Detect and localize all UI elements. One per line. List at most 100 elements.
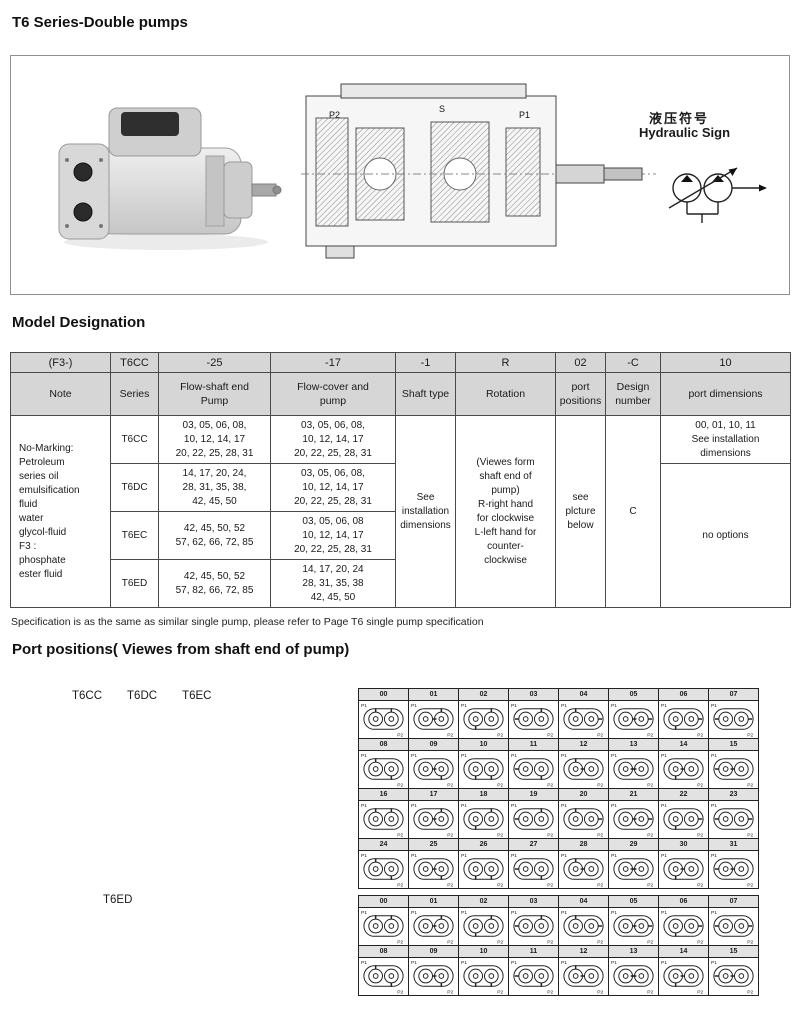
model-designation-table: (F3-) T6CC -25 -17 -1 R 02 -C 10 Note Se…: [10, 352, 791, 608]
port-position-number: 22: [659, 789, 708, 801]
figure-drawing: P2 S P1: [58, 83, 767, 259]
cell-port-label-1: P1: [511, 853, 517, 859]
hydraulic-sign-label-en: Hydraulic Sign: [639, 125, 731, 140]
flow-shaft-cell: 42, 45, 50, 52 57, 82, 66, 72, 85: [158, 559, 271, 608]
header-port-dimensions: port dimensions: [660, 372, 791, 416]
cell-port-label-2: P2: [597, 833, 603, 838]
design-number-cell: C: [605, 415, 661, 608]
cell-port-label-1: P1: [661, 803, 667, 809]
cell-port-label-1: P1: [411, 753, 417, 759]
port-position-number: 24: [359, 839, 408, 851]
cell-port-label-1: P1: [611, 703, 617, 709]
port-position-number: 01: [409, 689, 458, 701]
series-cell: T6CC: [110, 415, 159, 464]
header-rotation: Rotation: [455, 372, 556, 416]
cell-port-label-1: P1: [461, 703, 467, 709]
cell-port-label-1: P1: [611, 910, 617, 916]
cell-port-label-2: P2: [747, 940, 753, 945]
port-position-number: 31: [709, 839, 758, 851]
cell-port-label-2: P2: [397, 940, 403, 945]
cell-port-label-1: P1: [661, 753, 667, 759]
port-position-number: 01: [409, 896, 458, 908]
port-position-number: 06: [659, 689, 708, 701]
flow-cover-cell: 03, 05, 06, 08, 10, 12, 14, 17 20, 22, 2…: [270, 463, 396, 512]
cell-port-label-2: P2: [647, 733, 653, 738]
port-position-number: 13: [609, 739, 658, 751]
port-position-number: 12: [559, 739, 608, 751]
port-position-number: 29: [609, 839, 658, 851]
port-position-number: 16: [359, 789, 408, 801]
cross-section-diagram: P2 S P1: [301, 83, 656, 259]
flow-shaft-cell: 14, 17, 20, 24, 28, 31, 35, 38, 42, 45, …: [158, 463, 271, 512]
cell-port-label-1: P1: [661, 910, 667, 916]
cell-port-label-2: P2: [747, 883, 753, 888]
flow-cover-cell: 14, 17, 20, 24 28, 31, 35, 38 42, 45, 50: [270, 559, 396, 608]
cell-port-label-1: P1: [561, 853, 567, 859]
flow-cover-cell: 03, 05, 06, 08, 10, 12, 14, 17 20, 22, 2…: [270, 415, 396, 464]
cell-port-label-2: P2: [447, 883, 453, 888]
port-position-number: 02: [459, 896, 508, 908]
cell-port-label-1: P1: [461, 853, 467, 859]
port-position-number: 20: [559, 789, 608, 801]
port-position-number: 25: [409, 839, 458, 851]
cell-port-label-2: P2: [647, 883, 653, 888]
cell-port-label-2: P2: [397, 833, 403, 838]
port-position-number: 28: [559, 839, 608, 851]
cell-port-label-2: P2: [497, 833, 503, 838]
port-position-number: 09: [409, 739, 458, 751]
series-label-t6cc: T6CC: [72, 690, 103, 702]
cell-port-label-1: P1: [461, 910, 467, 916]
cell-port-label-1: P1: [711, 803, 717, 809]
header-port-positions: port positions: [555, 372, 606, 416]
port-position-number: 26: [459, 839, 508, 851]
series-label-t6ec: T6EC: [182, 690, 212, 702]
port-positions-cell: see plcture below: [555, 415, 606, 608]
cell-port-label-2: P2: [397, 783, 403, 788]
cell-port-label-1: P1: [411, 910, 417, 916]
port-position-number: 17: [409, 789, 458, 801]
cell-port-label-1: P1: [411, 853, 417, 859]
cell-port-label-2: P2: [547, 733, 553, 738]
cell-port-label-1: P1: [611, 960, 617, 966]
cell-port-label-2: P2: [697, 783, 703, 788]
cell-port-label-2: P2: [647, 940, 653, 945]
cell-port-label-2: P2: [397, 883, 403, 888]
header-cover-flow: Flow-cover and pump: [270, 372, 396, 416]
code-cell-shaft-flow: -25: [158, 352, 271, 373]
port-position-number: 02: [459, 689, 508, 701]
cell-port-label-2: P2: [747, 833, 753, 838]
port-position-number: 11: [509, 946, 558, 958]
